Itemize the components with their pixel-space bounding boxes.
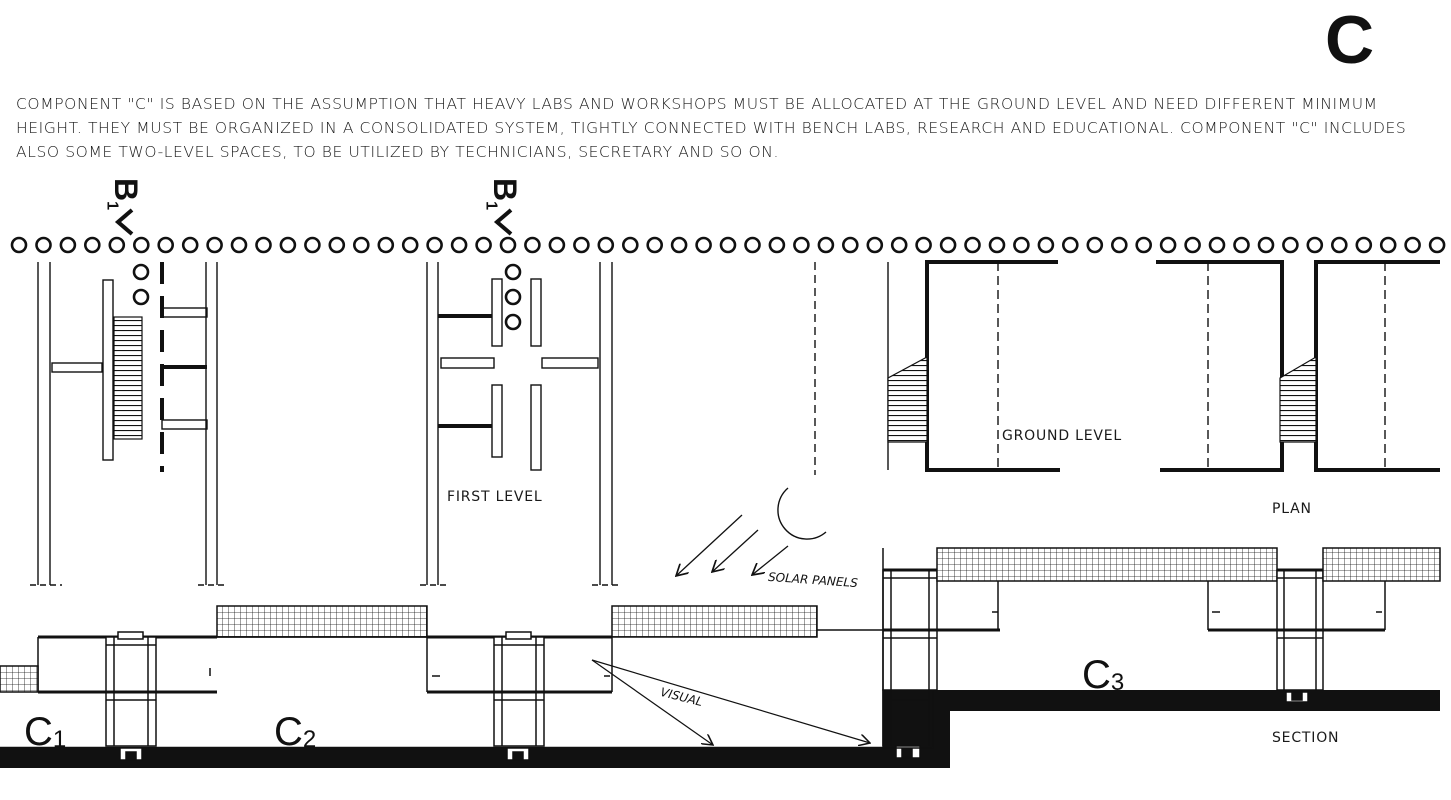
column-circle <box>1013 236 1030 254</box>
component-label-c3: C3 <box>1082 655 1124 695</box>
plan-ground-level <box>814 260 1440 475</box>
column-circle <box>475 236 492 254</box>
column-circle <box>255 236 272 254</box>
column-circle <box>1208 236 1226 254</box>
column-circle <box>744 236 761 254</box>
label-section: SECTION <box>1272 730 1340 746</box>
column-circle <box>504 263 522 281</box>
column-circle <box>133 236 150 254</box>
column-circle <box>548 236 566 254</box>
component-sub: 1 <box>52 726 67 753</box>
column-circle <box>1159 236 1177 254</box>
column-circle <box>1257 236 1275 254</box>
column-circle <box>1233 236 1250 254</box>
column-circle <box>964 236 981 254</box>
column-circle <box>1135 236 1152 254</box>
column-circle <box>1184 236 1201 254</box>
column-circle <box>84 236 101 254</box>
column-circle <box>1111 236 1128 254</box>
component-label-c1: C1 <box>24 712 66 752</box>
column-circle <box>377 236 395 254</box>
column-circle <box>1379 236 1397 254</box>
column-circle <box>573 236 590 254</box>
component-sub: 3 <box>1110 669 1125 696</box>
column-circle <box>1062 236 1079 254</box>
column-circle <box>1086 236 1104 254</box>
column-circle <box>890 236 908 254</box>
column-circle <box>352 236 370 254</box>
column-circle <box>1306 236 1324 254</box>
component-letter: C <box>24 710 53 754</box>
column-circle <box>621 236 639 254</box>
column-circle <box>915 236 932 254</box>
column-circle <box>108 236 126 254</box>
column-circle <box>866 236 884 254</box>
column-circle <box>1355 236 1373 254</box>
column-circle <box>206 236 223 254</box>
plan-first-level <box>30 262 622 586</box>
column-circle <box>426 236 443 254</box>
column-circle <box>35 236 52 254</box>
column-circle <box>499 236 517 254</box>
column-circle <box>793 236 810 254</box>
column-row <box>10 236 1446 254</box>
column-circle <box>504 288 522 306</box>
component-label-c2: C2 <box>274 712 316 752</box>
column-circle <box>304 236 321 254</box>
column-circle <box>768 236 786 254</box>
column-circle <box>401 236 419 254</box>
sheet-letter: C <box>1325 2 1375 78</box>
column-circle <box>1428 236 1446 254</box>
column-circle <box>279 236 297 254</box>
component-description: COMPONENT "C" IS BASED ON THE ASSUMPTION… <box>16 95 1407 161</box>
column-circle <box>1331 236 1348 254</box>
column-circle <box>450 236 468 254</box>
column-circle <box>1037 236 1055 254</box>
column-circle <box>10 236 28 254</box>
column-circle <box>817 236 835 254</box>
column-circle <box>132 263 150 281</box>
column-circle <box>646 236 664 254</box>
column-circle <box>328 236 346 254</box>
column-circle <box>695 236 712 254</box>
column-circle <box>841 236 859 254</box>
column-circle <box>670 236 688 254</box>
column-row-secondary <box>132 263 522 331</box>
column-circle <box>1282 236 1299 254</box>
component-letter: C <box>1082 653 1111 697</box>
column-circle <box>939 236 957 254</box>
component-letter: C <box>274 710 303 754</box>
column-circle <box>597 236 615 254</box>
column-circle <box>59 236 77 254</box>
column-circle <box>524 236 541 254</box>
section-drawing <box>0 487 1441 768</box>
column-circle <box>504 313 522 331</box>
column-circle <box>230 236 248 254</box>
label-plan: PLAN <box>1272 501 1312 517</box>
label-ground-level: GROUND LEVEL <box>1002 428 1123 444</box>
column-circle <box>181 236 199 254</box>
column-circle <box>132 288 150 306</box>
column-circle <box>157 236 174 254</box>
component-sub: 2 <box>302 726 317 753</box>
column-circle <box>719 236 737 254</box>
label-first-level: FIRST LEVEL <box>447 489 543 505</box>
column-circle <box>988 236 1006 254</box>
column-circle <box>1404 236 1421 254</box>
